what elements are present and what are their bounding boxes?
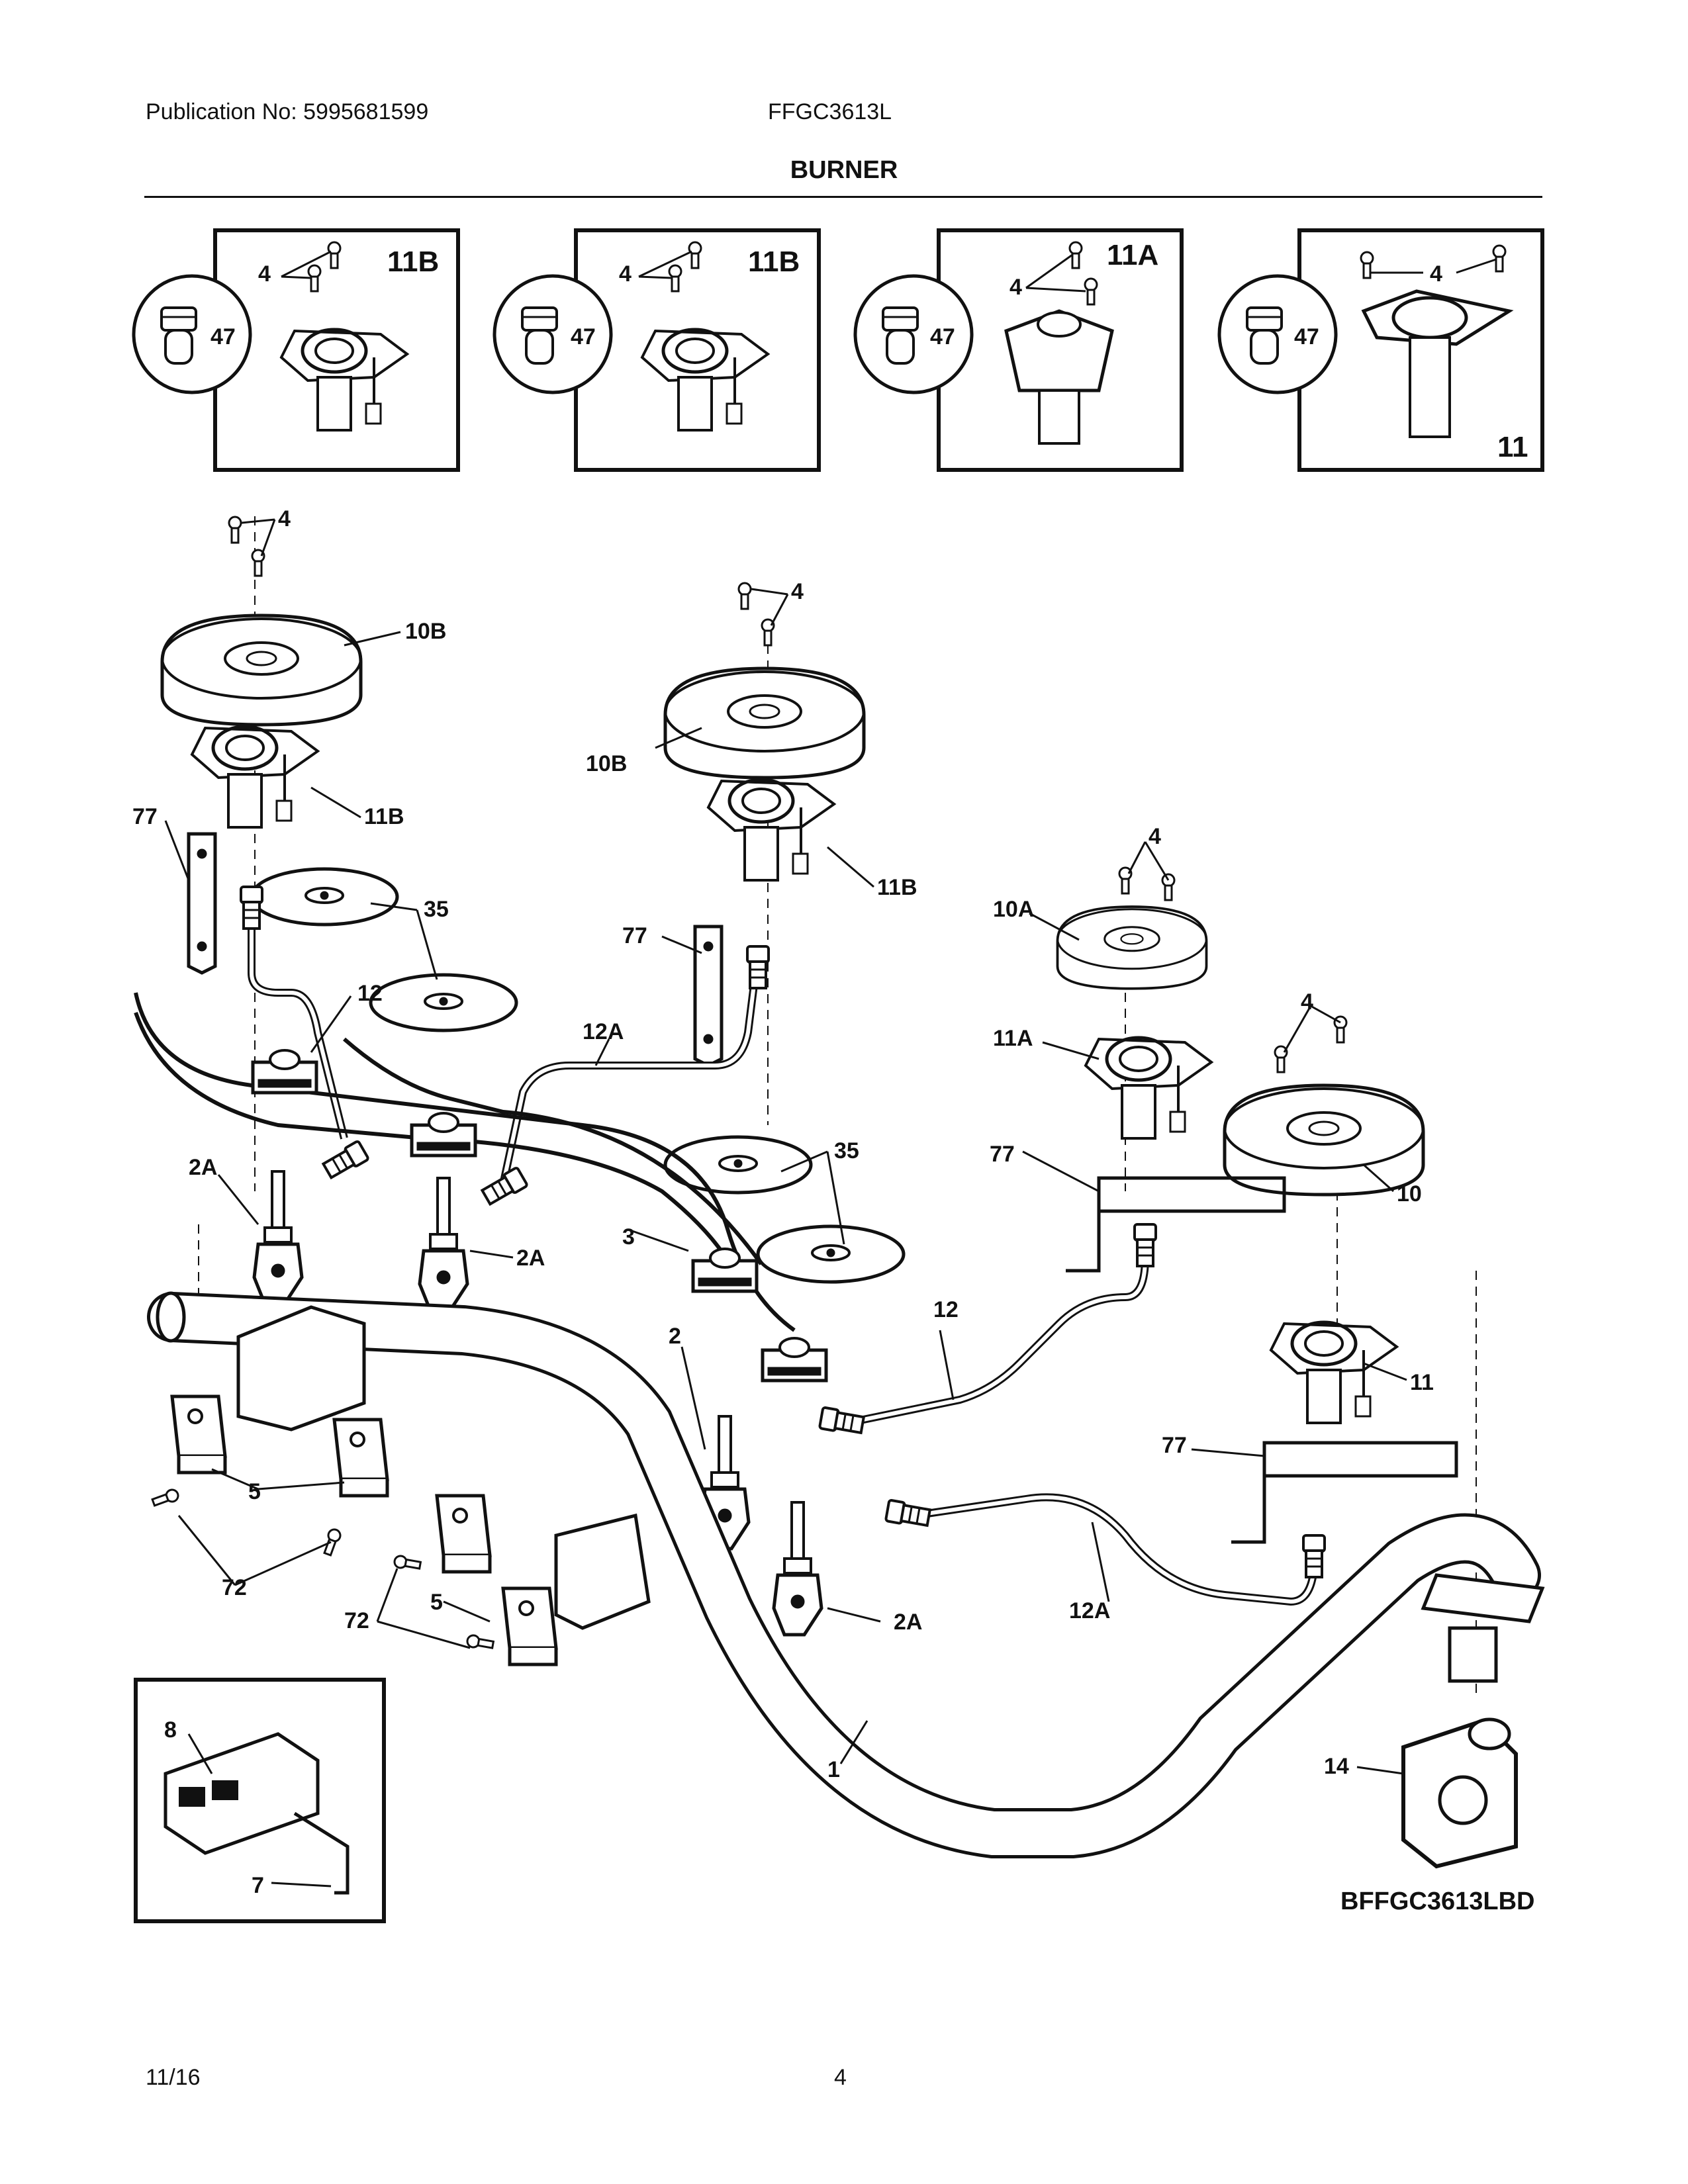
title-rule xyxy=(144,196,1542,198)
callout-11b: 11B xyxy=(877,875,917,900)
callout-11: 11 xyxy=(1410,1370,1434,1395)
callout-72: 72 xyxy=(222,1575,247,1600)
callout-11b: 11B xyxy=(387,246,439,278)
callout-4: 4 xyxy=(1430,261,1442,287)
section-title: BURNER xyxy=(790,156,898,184)
main-assembly xyxy=(134,516,1545,1869)
inset-box-11b-left xyxy=(132,228,460,472)
footer-date: 11/16 xyxy=(146,2065,201,2090)
callout-47: 47 xyxy=(930,324,955,349)
callout-5: 5 xyxy=(248,1479,261,1504)
callout-47: 47 xyxy=(571,324,596,349)
callout-4: 4 xyxy=(1149,824,1161,849)
inset-box-11b-middle xyxy=(492,228,821,472)
publication-number: Publication No: 5995681599 xyxy=(146,99,429,124)
callout-5: 5 xyxy=(430,1590,443,1615)
callout-10b: 10B xyxy=(586,751,627,776)
callout-3: 3 xyxy=(622,1224,635,1250)
callout-10b: 10B xyxy=(405,619,446,644)
callout-4: 4 xyxy=(278,506,291,531)
callout-35: 35 xyxy=(834,1138,859,1163)
callout-11b: 11B xyxy=(748,246,800,278)
callout-77: 77 xyxy=(622,923,647,948)
callout-12: 12 xyxy=(933,1297,959,1322)
callout-2a: 2A xyxy=(189,1155,217,1180)
page-number: 4 xyxy=(834,2065,847,2090)
callout-77: 77 xyxy=(132,804,158,829)
callout-2a: 2A xyxy=(516,1246,545,1271)
callout-4: 4 xyxy=(258,261,271,287)
callout-1: 1 xyxy=(827,1757,840,1782)
callout-2: 2 xyxy=(669,1324,681,1349)
callout-4: 4 xyxy=(619,261,632,287)
callout-4: 4 xyxy=(791,579,804,604)
callout-12a: 12A xyxy=(583,1019,624,1044)
inset-box-11 xyxy=(1217,228,1544,472)
callout-47: 47 xyxy=(1294,324,1319,349)
callout-4: 4 xyxy=(1009,275,1022,300)
inset-box-igniter-switch xyxy=(134,1678,386,1923)
callout-47: 47 xyxy=(211,324,236,349)
callout-77: 77 xyxy=(990,1142,1015,1167)
inset-box-11a xyxy=(853,228,1184,472)
callout-2a: 2A xyxy=(894,1610,922,1635)
callout-35: 35 xyxy=(424,897,449,922)
model-number: FFGC3613L xyxy=(768,99,892,124)
callout-12: 12 xyxy=(357,981,383,1006)
callout-14: 14 xyxy=(1324,1754,1349,1779)
callout-7: 7 xyxy=(252,1873,264,1898)
leader-lines xyxy=(164,250,1497,1888)
callout-11: 11 xyxy=(1497,431,1528,463)
callout-12a: 12A xyxy=(1069,1598,1110,1623)
callout-11a: 11A xyxy=(1107,239,1158,271)
callout-11a: 11A xyxy=(993,1026,1033,1051)
callout-8: 8 xyxy=(164,1717,177,1743)
callout-72: 72 xyxy=(344,1608,369,1633)
diagram-code: BFFGC3613LBD xyxy=(1340,1888,1535,1915)
callout-77: 77 xyxy=(1162,1433,1187,1458)
callout-4: 4 xyxy=(1301,989,1313,1015)
callout-10: 10 xyxy=(1397,1181,1422,1206)
callout-10a: 10A xyxy=(993,897,1034,922)
callout-11b: 11B xyxy=(364,804,404,829)
callout-labels: 4 11B 47 4 11B 47 4 11A 47 4 11 47 4 10B… xyxy=(132,239,1535,1915)
